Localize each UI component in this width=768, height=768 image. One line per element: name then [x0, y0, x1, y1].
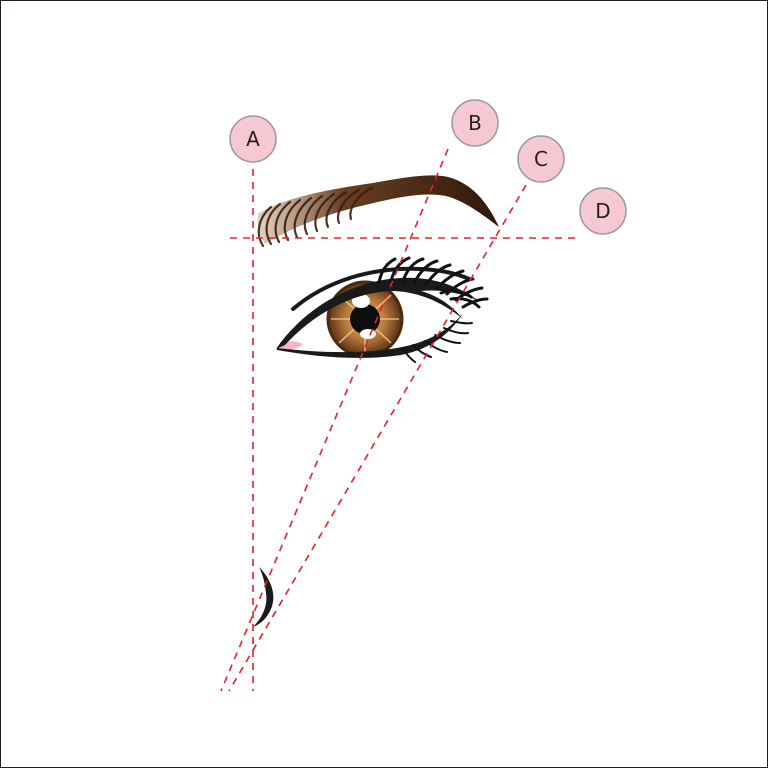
nostril-illustration	[253, 567, 274, 627]
eyebrow-illustration	[257, 175, 499, 248]
marker-b-label: B	[468, 111, 482, 135]
lower-lashes	[402, 320, 473, 363]
marker-a: A	[229, 115, 277, 163]
marker-c-label: C	[534, 147, 548, 171]
marker-d: D	[579, 187, 627, 235]
lower-eyeliner	[277, 313, 463, 358]
eye-highlight	[352, 294, 370, 308]
marker-d-label: D	[595, 199, 610, 223]
marker-c: C	[517, 135, 565, 183]
eyebrow-shape	[257, 175, 499, 244]
guide-line-b	[220, 148, 449, 692]
upper-eyeliner	[276, 277, 479, 349]
pupil	[350, 304, 380, 334]
guide-lines	[220, 148, 579, 692]
marker-b: B	[451, 99, 499, 147]
upper-lashes	[377, 256, 489, 309]
brow-hair-strokes	[257, 186, 374, 248]
marker-a-label: A	[246, 127, 260, 151]
guide-line-c	[228, 184, 527, 692]
eye-illustration	[276, 256, 489, 363]
